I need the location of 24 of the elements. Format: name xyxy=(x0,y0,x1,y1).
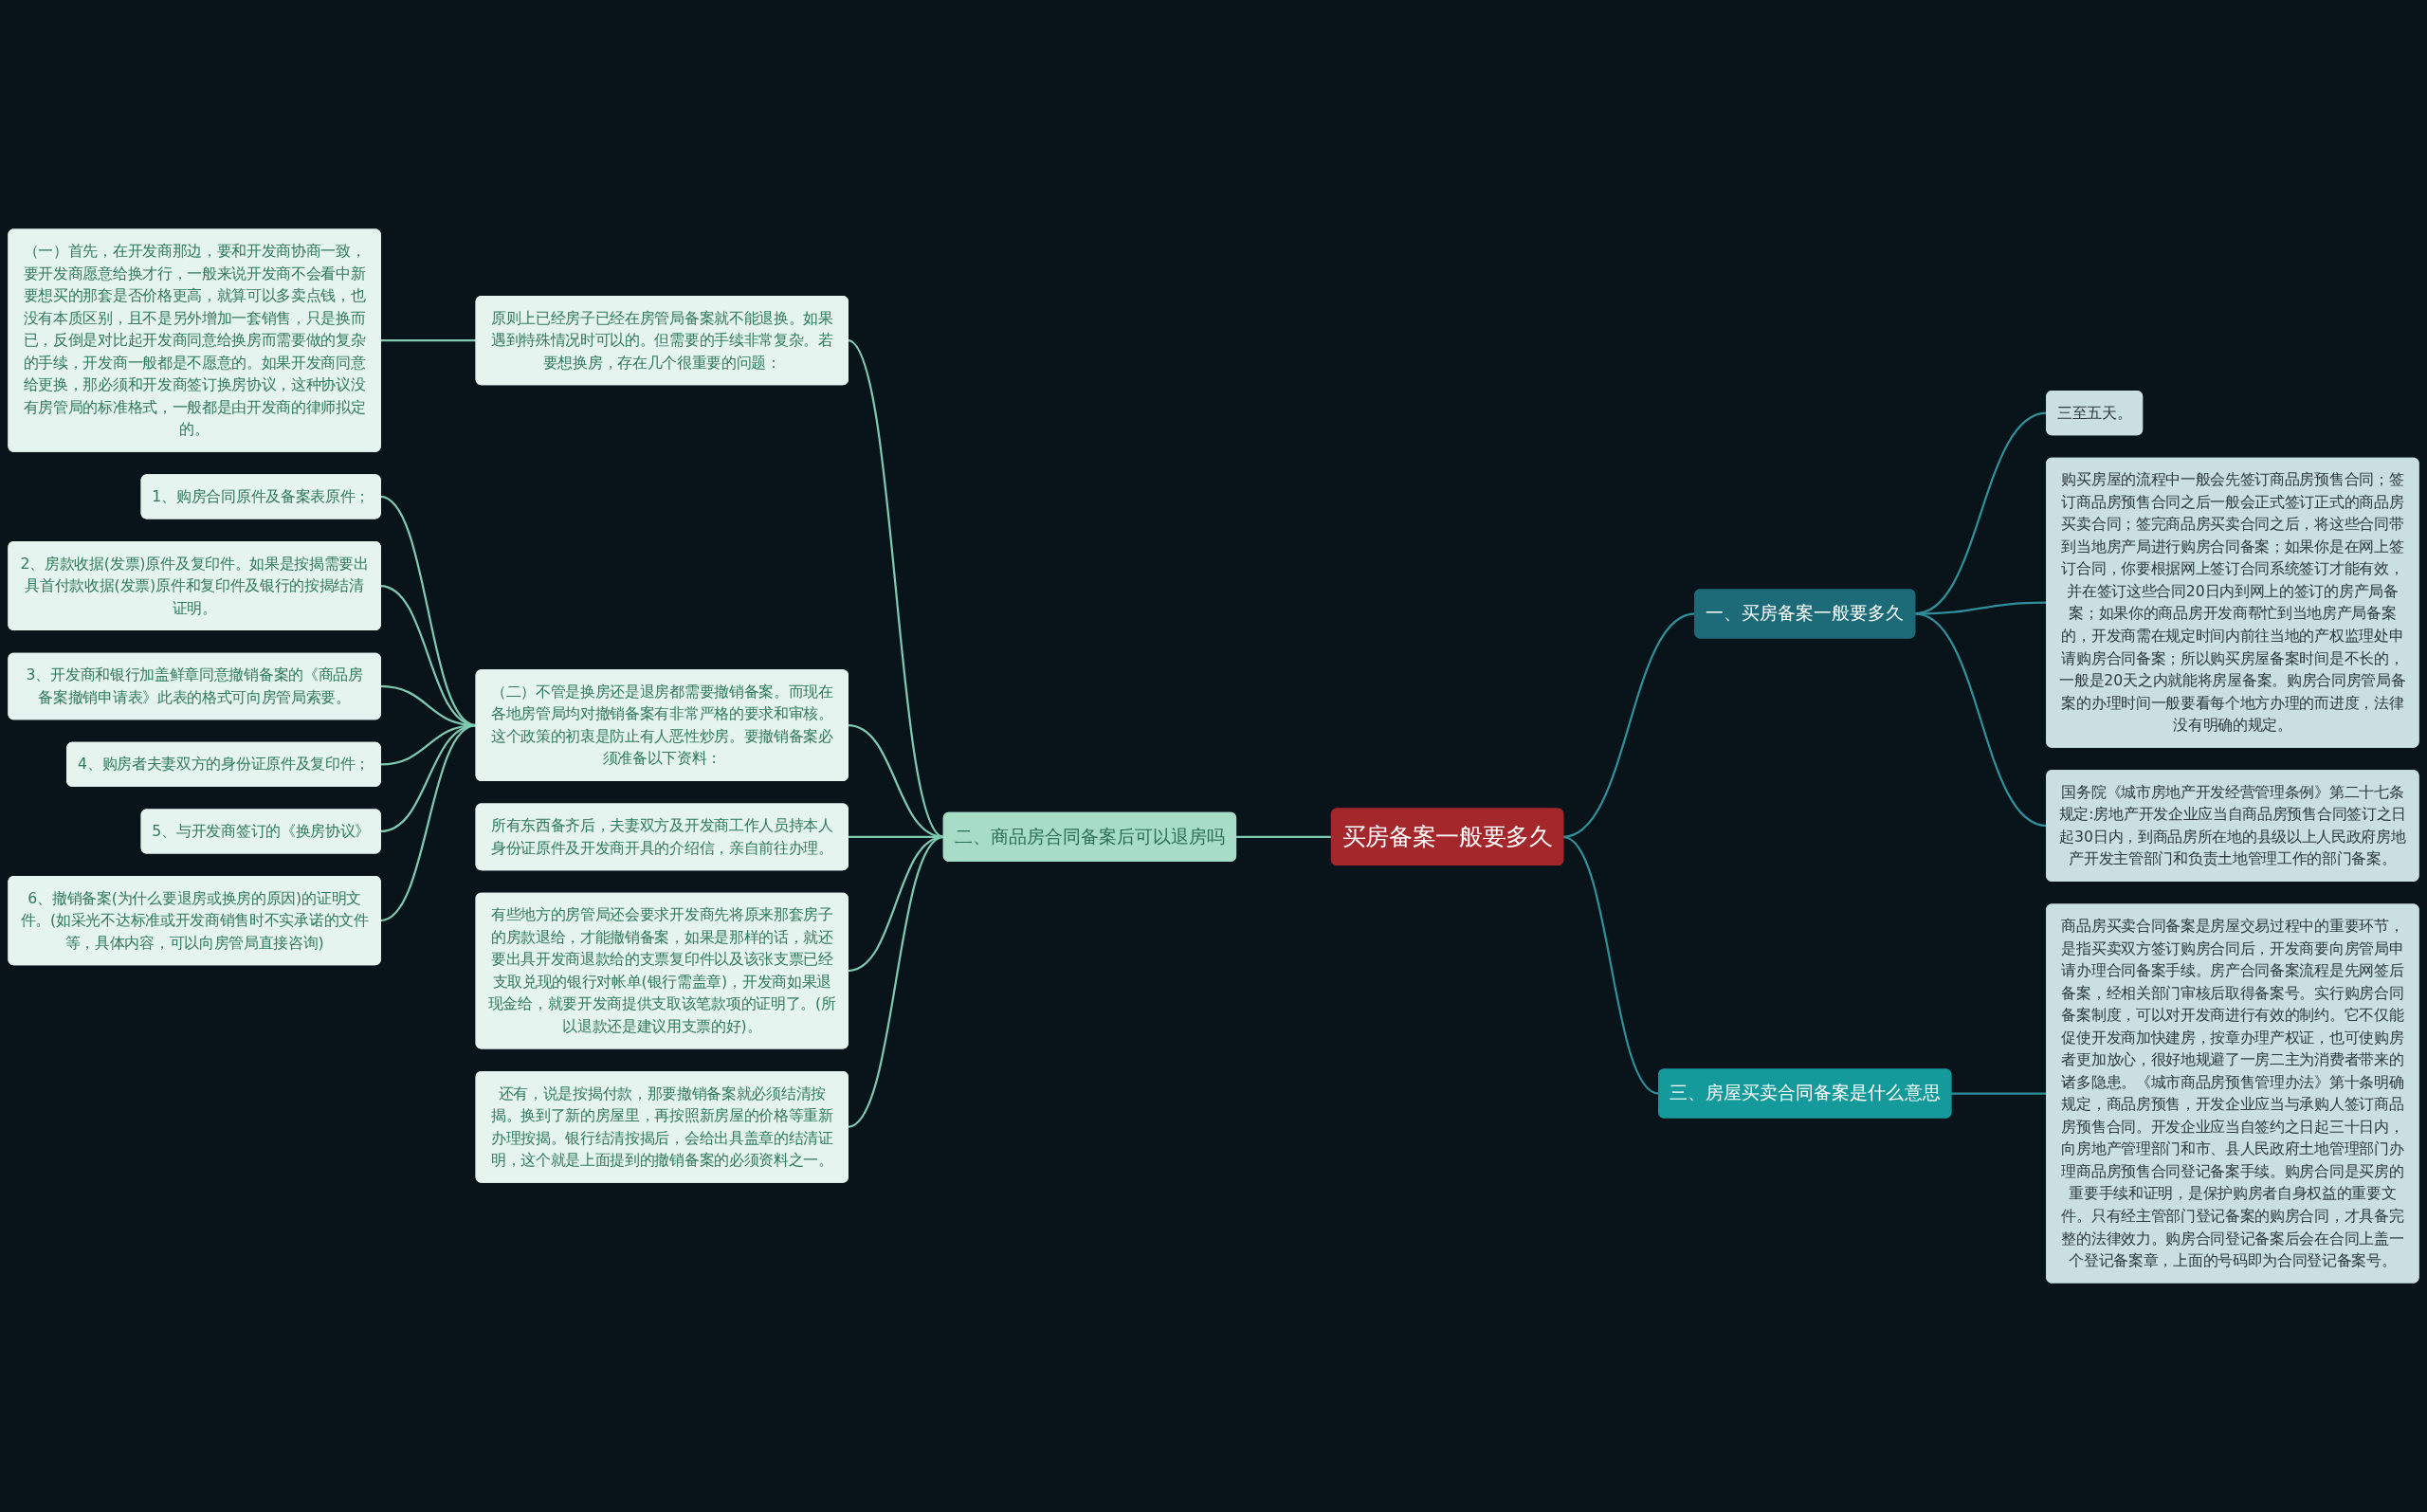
topic-box: 有些地方的房管局还会要求开发商先将原来那套房子的房款退给，才能撤销备案，如果是那样的话，就还要出具开发商退款给的支票复印件以及该张支票已经支取兑现的银行对帐单(银行需盖章)，开发商如果退现金给，就要开发商提供支取该笔款项的证明了。(所以退款还是建议用支票的好)。 xyxy=(475,892,849,1049)
topic-box: 还有，说是按揭付款，那要撤销备案就必须结清按揭。换到了新的房屋里，再按照新房屋的价格等重新办理按揭。银行结清按揭后，会给出具盖章的结清证明，这个就是上面提到的撤销备案的必须资料之一。 xyxy=(475,1070,849,1183)
topic-box: 1、购房合同原件及备案表原件； xyxy=(140,474,381,519)
connector-line xyxy=(1235,835,1332,838)
topic-box: 所有东西备齐后，夫妻双方及开发商工作人员持本人身份证原件及开发商开具的介绍信，亲自前往办理。 xyxy=(475,803,849,871)
topic-box: 国务院《城市房地产开发经营管理条例》第二十七条规定:房地产开发企业应当自商品房预售合同签订之日起30日内，到商品房所在地的县级以上人民政府房地产开发主管部门和负责土地管理工作的部门备案。 xyxy=(2046,770,2419,882)
topic-box: 三至五天。 xyxy=(2046,391,2144,436)
connector-line xyxy=(1950,1092,2047,1095)
topic-box: 三、房屋买卖合同备案是什么意思 xyxy=(1658,1068,1952,1119)
topic-box: 6、撤销备案(为什么要退房或换房的原因)的证明文件。(如采光不达标准或开发商销售时不实承诺的文件等，具体内容，可以向房管局直接咨询) xyxy=(8,876,381,966)
topic-box: 二、商品房合同备案后可以退房吗 xyxy=(942,811,1237,862)
topic-box: 买房备案一般要多久 xyxy=(1330,808,1564,866)
topic-box: 购买房屋的流程中一般会先签订商品房预售合同；签订商品房预售合同之后一般会正式签订正式的商品房买卖合同；签完商品房买卖合同之后，将这些合同带到当地房产局进行购房合同备案；如果你是在网上签订合同，你要根据网上签订合同系统签订才能有效，并在签订这些合同20日内到网上的签订的房产局备案；如果你的商品房开发商帮忙到当地房产局备案的，开发商需在规定时间内前往当地的产权监理处申请购房合同备案；所以购买房屋备案时间是不长的，一般是20天之内就能将房屋备案。购房合同房管局备案的办理时间一般要看每个地方办理的而进度，法律没有明确的规定。 xyxy=(2046,457,2419,748)
topic-box: （一）首先，在开发商那边，要和开发商协商一致，要开发商愿意给换才行，一般来说开发商不会看中新要想买的那套是否价格更高，就算可以多卖点钱，也没有本质区别，且不是另外增加一套销售，只是换而已，反倒是对比起开发商同意给换房而需要做的复杂的手续，开发商一般都是不愿意的。如果开发商同意给更换，那必须和开发商签订换房协议，这种协议没有房管局的标准格式，一般都是由开发商的律师拟定的。 xyxy=(8,228,381,452)
topic-box: 4、购房者夫妻双方的身份证原件及复印件； xyxy=(66,741,381,787)
topic-box: 商品房买卖合同备案是房屋交易过程中的重要环节，是指买卖双方签订购房合同后，开发商要向房管局申请办理合同备案手续。房产合同备案流程是先网签后备案，经相关部门审核后取得备案号。实行购房合同备案制度，可以对开发商进行有效的制约。它不仅能促使开发商加快建房，按章办理产权证，也可使购房者更加放心，很好地规避了一房二主为消费者带来的诸多隐患。《城市商品房预售管理办法》第十条明确规定，商品房预售，开发企业应当与承购人签订商品房预售合同。开发企业应当自签约之日起三十日内，向房地产管理部门和市、县人民政府土地管理部门办理商品房预售合同登记备案手续。购房合同是买房的重要手续和证明，是保护购房者自身权益的重要文件。只有经主管部门登记备案的购房合同，才具备完整的法律效力。购房合同登记备案后会在合同上盖一个登记备案章，上面的号码即为合同登记备案号。 xyxy=(2046,903,2419,1284)
topic-box: （二）不管是换房还是退房都需要撤销备案。而现在各地房管局均对撤销备案有非常严格的要求和审核。这个政策的初衷是防止有人恶性炒房。要撤销备案必须准备以下资料： xyxy=(475,669,849,781)
connector-line xyxy=(380,339,477,342)
topic-box: 原则上已经房子已经在房管局备案就不能退换。如果遇到特殊情况时可以的。但需要的手续非常复杂。若要想换房，存在几个很重要的问题： xyxy=(475,296,849,386)
topic-box: 一、买房备案一般要多久 xyxy=(1694,589,1916,639)
topic-box: 3、开发商和银行加盖鲜章同意撤销备案的《商品房备案撤销申请表》此表的格式可向房管局索要。 xyxy=(8,652,381,720)
topic-box: 2、房款收据(发票)原件及复印件。如果是按揭需要出具首付款收据(发票)原件和复印件及银行的按揭结清证明。 xyxy=(8,540,381,631)
topic-box: 5、与开发商签订的《换房协议》 xyxy=(140,809,381,854)
connector-line xyxy=(1914,601,2047,615)
